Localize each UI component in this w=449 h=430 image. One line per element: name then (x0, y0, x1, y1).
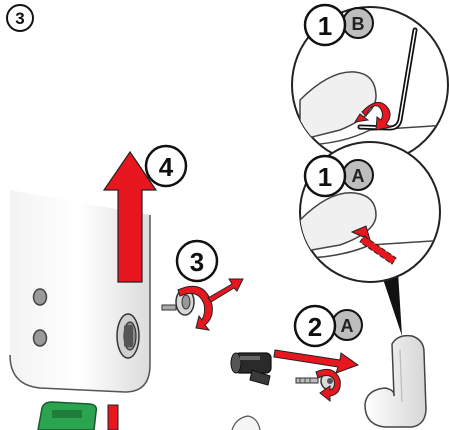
bottom-partial-part (232, 416, 260, 430)
callout-b-step: 1 (318, 11, 332, 41)
page-step-badge: 3 (7, 5, 33, 31)
step-unscrew-number: 3 (190, 247, 204, 277)
step-lift-badge: 4 (146, 146, 186, 186)
bottom-red-bar (108, 405, 118, 430)
hook-part (365, 336, 426, 427)
step-remove-number: 2 (308, 312, 322, 342)
pull-out-arrow (208, 279, 243, 302)
remove-arrow (274, 350, 358, 373)
page-step-number: 3 (15, 9, 24, 28)
step-remove-letter: A (341, 316, 354, 336)
callout-a-badge: A 1 (305, 156, 373, 196)
plug-part (231, 353, 271, 385)
tube-hole-upper (34, 289, 47, 305)
step-unscrew-badge: 3 (177, 241, 217, 281)
callout-b-letter: B (352, 14, 365, 34)
tube-socket (117, 314, 139, 358)
callout-a-step: 1 (318, 162, 332, 192)
callout-a-letter: A (352, 166, 365, 186)
step-remove-badge: A 2 (295, 306, 362, 346)
tube-hole-lower (34, 330, 47, 346)
step-lift-number: 4 (159, 152, 174, 182)
green-part (38, 402, 96, 430)
callout-a-pointer (382, 272, 402, 336)
